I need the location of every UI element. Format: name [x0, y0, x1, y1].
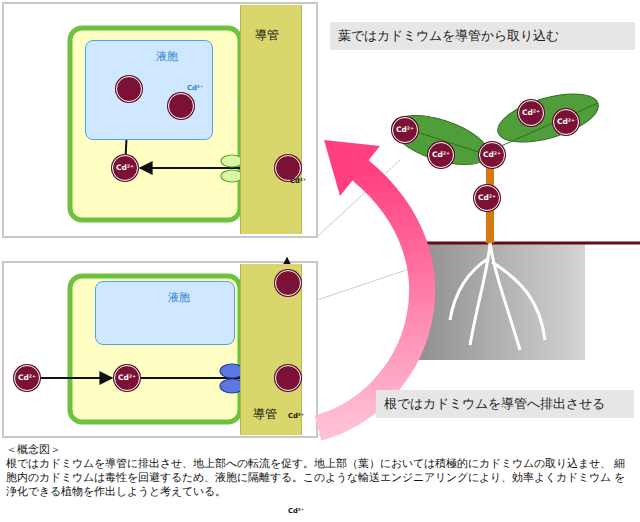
transport-arrowhead — [324, 140, 380, 196]
caption: 根ではカドミウムを導管に排出させ、地上部への転流を促す。地上部（葉）においては積… — [6, 456, 634, 498]
ion-label: Cd²⁺ — [116, 164, 134, 172]
node-label: 葉ではカドミウムを導管から取り込む — [338, 27, 559, 45]
xylem-vessel: 導管 Cd²⁺ Cd²⁺ — [240, 264, 302, 435]
node-label: 液胞 — [156, 49, 178, 64]
ion-label: Cd²⁺ — [288, 508, 304, 515]
ion-label: Cd²⁺ — [483, 151, 501, 159]
ion-label: Cd²⁺ — [290, 178, 306, 185]
soil — [410, 243, 585, 360]
caption-block: ＜概念図＞根ではカドミウムを導管に排出させ、地上部への転流を促す。地上部（葉）に… — [6, 442, 634, 498]
transport-arrow — [41, 377, 112, 379]
ion-label: Cd²⁺ — [187, 85, 203, 92]
root — [450, 243, 545, 350]
ion-label: Cd²⁺ — [522, 109, 540, 117]
cadmium-ion: Cd²⁺ — [518, 100, 544, 126]
cadmium-ion: Cd²⁺ — [275, 155, 301, 181]
cadmium-ion: Cd²⁺ — [275, 365, 301, 391]
note-band: 葉ではカドミウムを導管から取り込む — [330, 22, 635, 50]
figure-label: ＜概念図＞ — [6, 442, 634, 456]
note-band: 根ではカドミウムを導管へ排出させる — [376, 390, 634, 418]
cadmium-ion: Cd²⁺ — [392, 117, 418, 143]
node-label: 導管 — [255, 27, 279, 44]
node-label: 根ではカドミウムを導管へ排出させる — [384, 395, 605, 413]
ion-label: Cd²⁺ — [118, 374, 136, 382]
panel-frame — [3, 262, 317, 437]
xylem-vessel: 導管 Cd²⁺ — [240, 5, 302, 234]
ion-label: Cd²⁺ — [478, 194, 496, 202]
vacuole: 液胞Cd²⁺Cd²⁺ — [85, 40, 213, 140]
ion-label: Cd²⁺ — [557, 118, 575, 126]
ion-label: Cd²⁺ — [432, 151, 450, 159]
panel-frame — [3, 3, 317, 237]
cell-wall — [70, 276, 240, 422]
cadmium-ion: Cd²⁺ — [553, 109, 579, 135]
node-label: 液胞 — [168, 290, 190, 305]
node-label: 導管 — [253, 406, 277, 423]
vacuole: 液胞 — [95, 281, 235, 345]
cadmium-ion: Cd²⁺ — [112, 155, 138, 181]
cadmium-ion: Cd²⁺ — [428, 142, 454, 168]
ion-label: Cd²⁺ — [288, 413, 304, 420]
ion-label: Cd²⁺ — [18, 374, 36, 382]
ion-label: Cd²⁺ — [396, 126, 414, 134]
cell-wall — [70, 28, 240, 220]
cadmium-ion: Cd²⁺ — [275, 270, 301, 296]
leaf — [493, 84, 604, 151]
cadmium-ion: Cd²⁺ — [14, 365, 40, 391]
cadmium-ion: Cd²⁺ — [116, 76, 142, 102]
cadmium-ion: Cd²⁺ — [479, 142, 505, 168]
cadmium-ion: Cd²⁺ — [168, 93, 194, 119]
ground-line — [410, 242, 640, 245]
cadmium-ion: Cd²⁺ — [474, 185, 500, 211]
cadmium-ion: Cd²⁺ — [114, 365, 140, 391]
